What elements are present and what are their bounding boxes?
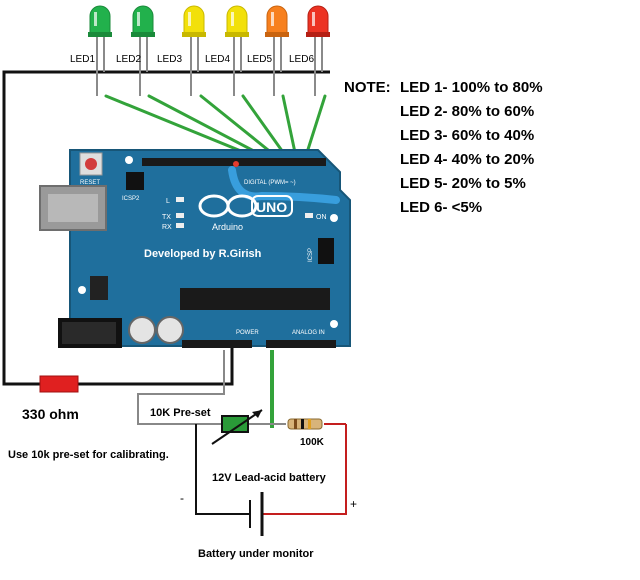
icsp-label: ICSP bbox=[308, 248, 314, 262]
resistor-330-label: 330 ohm bbox=[22, 406, 79, 422]
battery-symbol bbox=[249, 492, 264, 536]
rx-label: RX bbox=[162, 224, 172, 231]
arduino-logo: UNO Arduino bbox=[198, 194, 293, 232]
tx-label: TX bbox=[162, 214, 171, 221]
pin-indicator bbox=[233, 161, 239, 167]
mount-hole bbox=[125, 156, 133, 164]
power-header bbox=[182, 340, 252, 348]
uno-label: UNO bbox=[256, 199, 287, 215]
led-rim bbox=[306, 32, 330, 37]
calibration-note: Use 10k pre-set for calibrating. bbox=[8, 449, 169, 461]
l-label: L bbox=[166, 198, 170, 205]
led-shine bbox=[312, 12, 315, 26]
microcontroller-chip bbox=[180, 288, 330, 310]
icsp-header bbox=[318, 238, 334, 264]
arduino-board: RESET ICSP2 DIGITAL (PWM= ~) L TX RX UNO… bbox=[39, 149, 351, 348]
capacitor bbox=[128, 316, 156, 344]
led-shine bbox=[231, 12, 234, 26]
mount-hole bbox=[330, 214, 338, 222]
led-label: LED2 bbox=[116, 54, 141, 65]
battery-plus: + bbox=[350, 497, 357, 511]
led-legs bbox=[96, 36, 323, 96]
analog-label: ANALOG IN bbox=[292, 330, 325, 336]
ground-wire bbox=[2, 70, 330, 386]
led-body bbox=[132, 5, 154, 35]
icsp2-label: ICSP2 bbox=[122, 196, 140, 202]
led-rim bbox=[88, 32, 112, 37]
note-line: LED 5- 20% to 5% bbox=[400, 175, 526, 192]
led-array bbox=[88, 5, 330, 37]
led-labels: LED1 LED2 LED3 LED4 LED5 LED6 bbox=[70, 54, 314, 65]
led-rim bbox=[265, 32, 289, 37]
reset-button-cap[interactable] bbox=[85, 158, 97, 170]
led-label: LED5 bbox=[247, 54, 272, 65]
analog-header bbox=[266, 340, 336, 348]
led-shine bbox=[94, 12, 97, 26]
note-heading: NOTE: bbox=[344, 79, 391, 96]
battery-label: 12V Lead-acid battery bbox=[212, 472, 327, 484]
mount-hole bbox=[330, 320, 338, 328]
led-label: LED6 bbox=[289, 54, 314, 65]
led-rim bbox=[182, 32, 206, 37]
note-line: LED 1- 100% to 80% bbox=[400, 79, 543, 96]
resistor-100k bbox=[287, 418, 323, 430]
capacitor bbox=[156, 316, 184, 344]
icsp2-header bbox=[126, 172, 144, 190]
led-body bbox=[226, 5, 248, 35]
led-label: LED3 bbox=[157, 54, 182, 65]
note-line: LED 4- 40% to 20% bbox=[400, 151, 535, 168]
led-rim bbox=[225, 32, 249, 37]
resistor-100k-label: 100K bbox=[300, 437, 325, 448]
voltage-regulator bbox=[90, 276, 108, 300]
led-label: LED4 bbox=[205, 54, 230, 65]
battery-minus: - bbox=[180, 491, 184, 505]
resistor-330-ohm bbox=[39, 375, 79, 393]
measurement-wiring bbox=[137, 350, 347, 515]
led-label: LED1 bbox=[70, 54, 95, 65]
digital-label: DIGITAL (PWM= ~) bbox=[244, 180, 296, 186]
led-shine bbox=[271, 12, 274, 26]
led-body bbox=[307, 5, 329, 35]
power-label: POWER bbox=[236, 330, 259, 336]
note-line: LED 3- 60% to 40% bbox=[400, 127, 535, 144]
mount-hole bbox=[78, 286, 86, 294]
note-line: LED 2- 80% to 60% bbox=[400, 103, 535, 120]
battery-caption: Battery under monitor bbox=[198, 548, 314, 560]
arduino-label: Arduino bbox=[212, 222, 243, 232]
led-shine bbox=[188, 12, 191, 26]
reset-label: RESET bbox=[80, 180, 100, 186]
note-line: LED 6- <5% bbox=[400, 199, 483, 216]
led-shine bbox=[137, 12, 140, 26]
led-body bbox=[183, 5, 205, 35]
led-body bbox=[266, 5, 288, 35]
preset-10k bbox=[211, 409, 263, 445]
led-rim bbox=[131, 32, 155, 37]
led-body bbox=[89, 5, 111, 35]
preset-label: 10K Pre-set bbox=[150, 407, 211, 419]
developer-text: Developed by R.Girish bbox=[144, 248, 262, 260]
on-label: ON bbox=[316, 214, 327, 221]
note-lines: LED 1- 100% to 80% LED 2- 80% to 60% LED… bbox=[400, 76, 543, 220]
